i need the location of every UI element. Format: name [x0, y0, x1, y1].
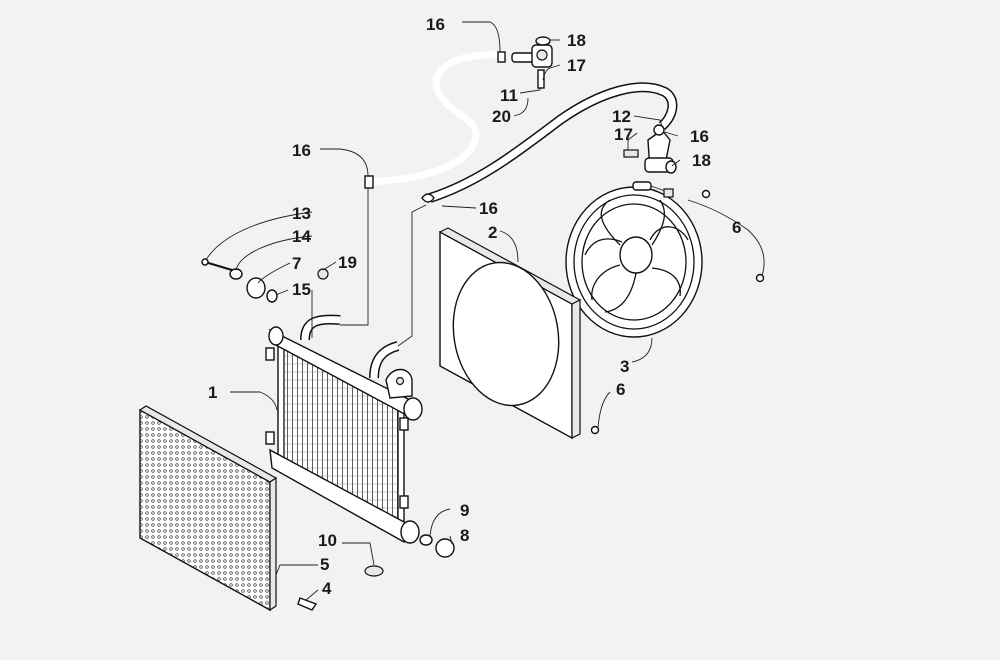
callout-label: 1	[208, 383, 217, 402]
cooling-fan	[565, 181, 703, 338]
callout-label: 18	[567, 31, 586, 50]
callout-label: 16	[292, 141, 311, 160]
callout-label: 2	[488, 223, 497, 242]
callout-label: 16	[479, 199, 498, 218]
hose-clamp	[497, 51, 506, 63]
callout-label: 7	[292, 254, 301, 273]
callout-label: 5	[320, 555, 329, 574]
callout-label: 19	[338, 253, 357, 272]
radiator	[265, 314, 423, 544]
screen-clip	[297, 597, 318, 611]
callout-label: 6	[616, 380, 625, 399]
callout-label: 12	[612, 107, 631, 126]
callout-label: 4	[322, 579, 332, 598]
callout-labels: 16 18 17 11 20 12 17 16 18 16 16 2 6 13 …	[208, 15, 741, 598]
callout-label: 16	[426, 15, 445, 34]
fan-bolts	[590, 189, 765, 435]
callout-label: 3	[620, 357, 629, 376]
callout-label: 8	[460, 526, 469, 545]
callout-label: 17	[614, 125, 633, 144]
drain-plug	[364, 565, 384, 577]
hose-clamp	[421, 193, 435, 203]
mounting-hardware	[201, 258, 329, 303]
callout-label: 14	[292, 227, 311, 246]
thermostat-housing	[511, 36, 553, 89]
radiator-cap	[419, 534, 455, 558]
callout-label: 6	[732, 218, 741, 237]
fan-shroud	[438, 227, 582, 440]
radiator-screen	[138, 405, 278, 612]
callout-label: 11	[500, 86, 518, 105]
callout-label: 15	[292, 280, 311, 299]
callout-label: 17	[567, 56, 586, 75]
callout-label: 18	[692, 151, 711, 170]
hose-clamp	[364, 175, 374, 189]
callout-label: 16	[690, 127, 709, 146]
callout-label: 10	[318, 531, 337, 550]
lower-hose-20	[428, 82, 678, 203]
outlet-fitting	[623, 124, 677, 174]
callout-label: 9	[460, 501, 469, 520]
leader-lines	[205, 21, 765, 601]
callout-label: 20	[492, 107, 511, 126]
callout-label: 13	[292, 204, 311, 223]
upper-hose-16	[369, 51, 506, 186]
